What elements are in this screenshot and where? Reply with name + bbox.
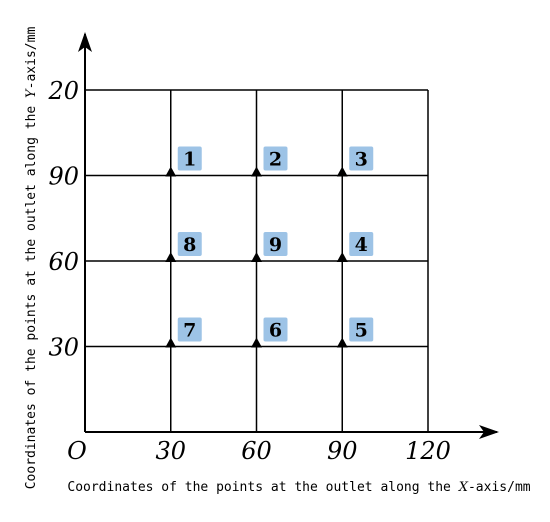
point-label-box (349, 146, 374, 171)
origin-label: O (67, 437, 87, 465)
point-label: 8 (183, 234, 196, 256)
point-marker-triangle (336, 337, 348, 348)
point-label: 5 (355, 320, 368, 342)
point-label-box (349, 232, 374, 256)
point-label: 6 (269, 320, 282, 342)
y-tick-label: 60 (48, 248, 79, 276)
point-3: 3 (336, 146, 374, 177)
point-label: 4 (355, 234, 368, 256)
point-label-box (177, 317, 202, 342)
point-4: 4 (336, 232, 374, 262)
point-label-box (177, 232, 202, 256)
point-label-box (263, 317, 288, 342)
y-tick-labels: 30 60 90 20 (47, 77, 79, 362)
point-5: 5 (336, 317, 374, 348)
point-label-box (177, 146, 202, 171)
x-tick-label: 30 (155, 437, 186, 465)
point-marker-triangle (165, 252, 177, 262)
y-tick-label: 20 (47, 77, 79, 105)
y-axis-title-prefix: Coordinates of the points at the outlet … (24, 98, 39, 489)
point-label: 2 (269, 149, 282, 171)
point-7: 7 (165, 317, 202, 348)
x-tick-label: 120 (405, 437, 451, 465)
y-axis-title-suffix: -axis/mm (24, 27, 39, 90)
y-tick-label: 90 (48, 163, 79, 191)
x-axis-title: Coordinates of the points at the outlet … (67, 480, 530, 495)
x-tick-label: 90 (327, 437, 358, 465)
point-label: 7 (183, 320, 196, 342)
point-label-box (263, 146, 288, 171)
point-marker-triangle (336, 252, 348, 262)
x-tick-label: 60 (241, 437, 272, 465)
point-label: 3 (355, 149, 368, 171)
point-marker-triangle (336, 166, 348, 177)
x-axis-title-prefix: Coordinates of the points at the outlet … (67, 480, 458, 495)
x-axis-title-suffix: -axis/mm (468, 480, 531, 495)
point-marker-triangle (251, 252, 262, 262)
point-label-box (263, 232, 288, 256)
y-tick-label: 30 (48, 334, 79, 362)
point-marker-triangle (251, 166, 262, 177)
point-8: 8 (165, 232, 202, 262)
x-axis-title-axis: X (458, 480, 469, 495)
point-label: 1 (183, 149, 196, 171)
point-1: 1 (165, 146, 202, 177)
point-marker-triangle (165, 166, 177, 177)
point-2: 2 (251, 146, 288, 177)
y-axis-title: Coordinates of the points at the outlet … (24, 27, 39, 490)
measurement-points: 1 2 3 4 5 6 7 8 9 (165, 146, 374, 348)
point-label-box (349, 317, 374, 342)
y-axis-title-axis: Y (24, 88, 39, 98)
point-label: 9 (269, 234, 282, 256)
point-9: 9 (251, 232, 288, 262)
x-tick-labels: O 30 60 90 120 (67, 437, 451, 465)
point-6: 6 (251, 317, 288, 348)
point-marker-triangle (251, 337, 262, 348)
point-marker-triangle (165, 337, 177, 348)
